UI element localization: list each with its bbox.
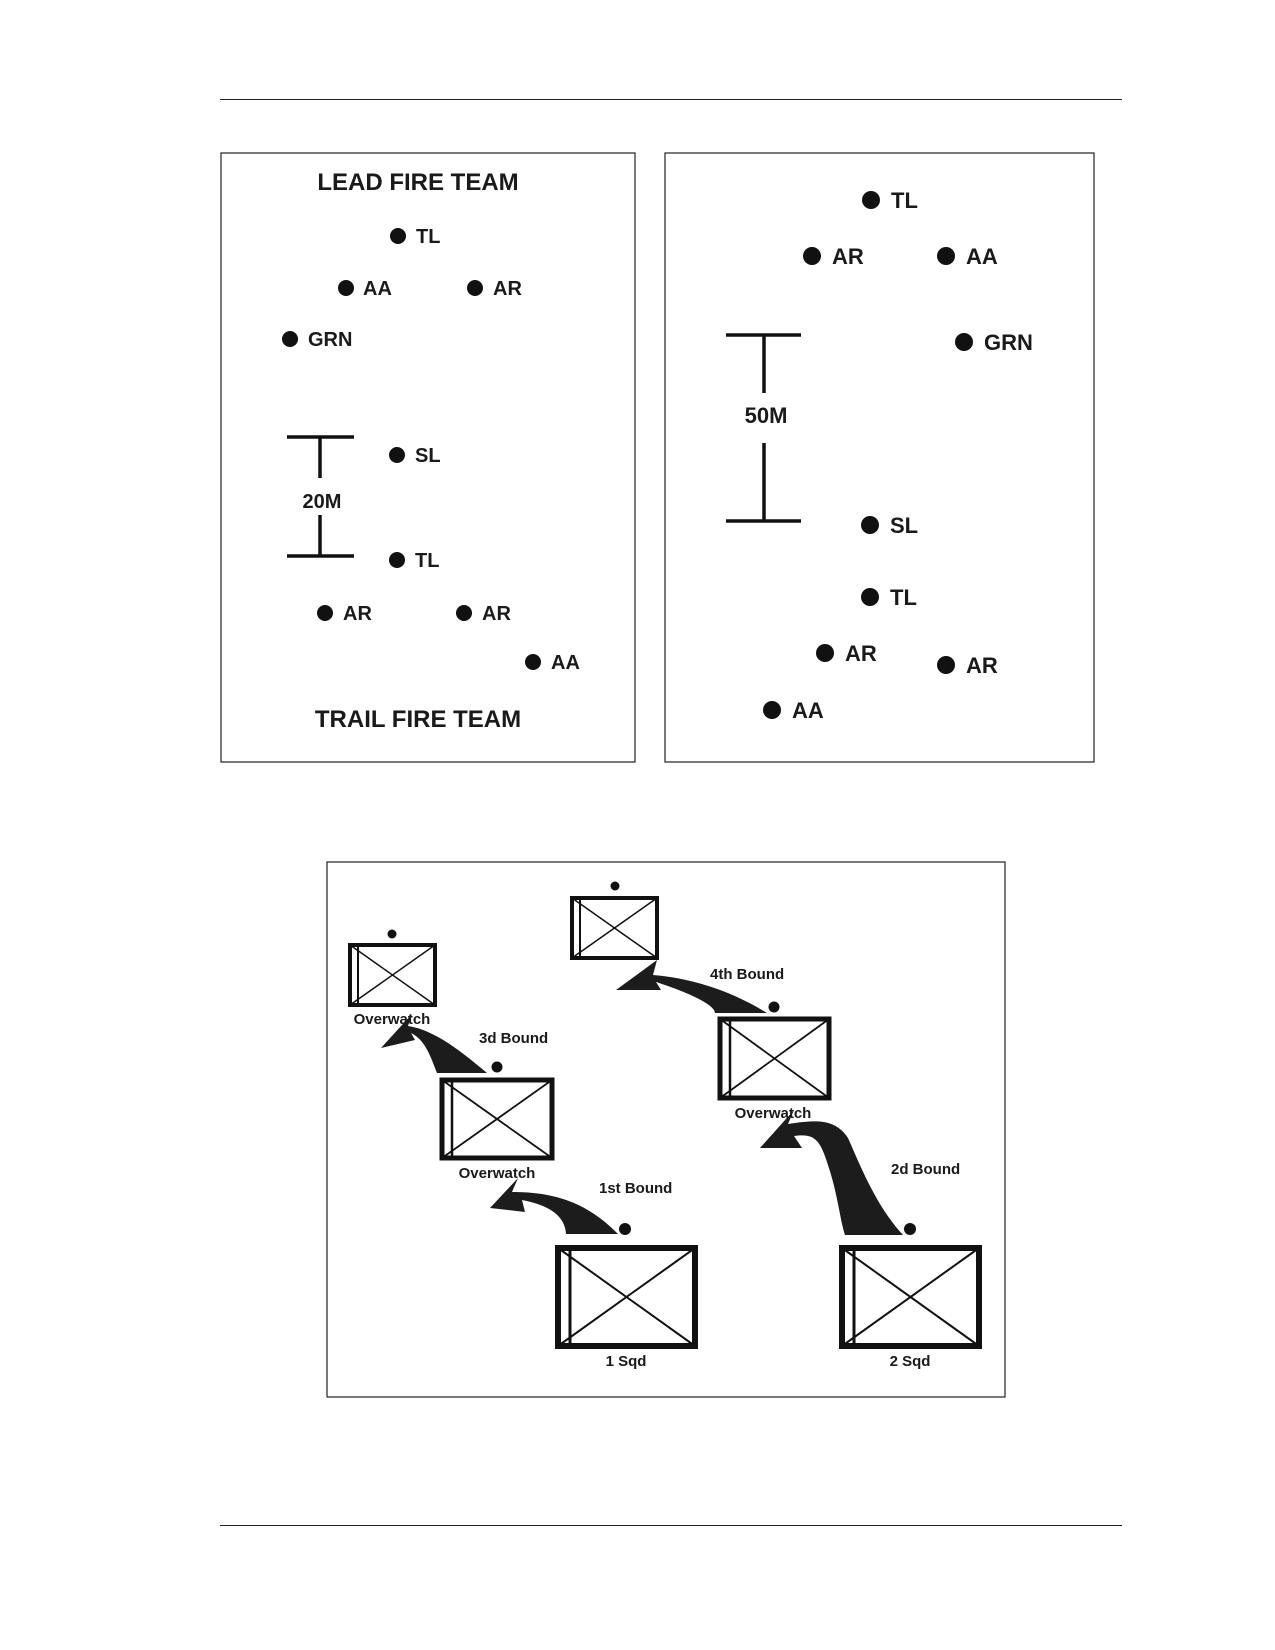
- bound-arrow-2d: [760, 1110, 903, 1235]
- distance-label: 50M: [745, 403, 788, 428]
- distance-marker-20m: 20M: [287, 435, 354, 558]
- soldier-lead-aa: AA: [937, 244, 998, 269]
- svg-text:AR: AR: [832, 244, 864, 269]
- bottom-rule: [220, 1525, 1122, 1526]
- svg-text:TL: TL: [891, 188, 918, 213]
- unit-2-sqd-overwatch: Overwatch: [717, 1001, 832, 1122]
- bound-label-2d: 2d Bound: [891, 1161, 960, 1178]
- column-formation-panel: 50M TL AR AA GRN SL TL AR AR AA: [664, 152, 1095, 763]
- svg-text:SL: SL: [415, 445, 441, 467]
- svg-text:AR: AR: [493, 278, 522, 300]
- soldier-trail-ar-1: AR: [816, 641, 877, 666]
- unit-1-sqd-start: 1 Sqd: [555, 1223, 698, 1370]
- bound-label-4th: 4th Bound: [710, 966, 784, 983]
- unit-2-sqd-start: 2 Sqd: [839, 1223, 982, 1370]
- svg-text:TL: TL: [416, 226, 440, 248]
- svg-text:Overwatch: Overwatch: [459, 1165, 536, 1182]
- bound-arrow-3d: [381, 1014, 487, 1073]
- soldier-lead-ar: AR: [803, 244, 864, 269]
- distance-label: 20M: [303, 491, 342, 513]
- svg-text:GRN: GRN: [308, 329, 352, 351]
- distance-marker-50m: 50M: [726, 333, 801, 523]
- svg-text:TL: TL: [415, 550, 439, 572]
- svg-text:AA: AA: [966, 244, 998, 269]
- svg-text:AR: AR: [845, 641, 877, 666]
- soldier-sl: SL: [861, 513, 918, 538]
- soldier-trail-tl: TL: [389, 550, 439, 572]
- soldier-trail-ar-2: AR: [937, 653, 998, 678]
- svg-text:SL: SL: [890, 513, 918, 538]
- lead-fire-team-title: LEAD FIRE TEAM: [317, 169, 518, 196]
- soldier-lead-tl: TL: [390, 226, 440, 248]
- soldier-trail-ar-1: AR: [317, 603, 372, 625]
- wedge-formation-panel: LEAD FIRE TEAM TRAIL FIRE TEAM 20M TL AA…: [220, 152, 636, 763]
- svg-text:AR: AR: [343, 603, 372, 625]
- soldier-lead-ar: AR: [467, 278, 522, 300]
- soldier-lead-grn: GRN: [955, 330, 1033, 355]
- svg-text:AR: AR: [966, 653, 998, 678]
- soldier-trail-ar-2: AR: [456, 603, 511, 625]
- unit-2-sqd-final: [570, 881, 659, 960]
- svg-text:GRN: GRN: [984, 330, 1033, 355]
- unit-1-sqd-overwatch: Overwatch: [439, 1061, 555, 1182]
- trail-fire-team-title: TRAIL FIRE TEAM: [315, 706, 521, 733]
- bound-label-3d: 3d Bound: [479, 1030, 548, 1047]
- unit-1-sqd-final: Overwatch: [348, 929, 437, 1028]
- soldier-trail-aa: AA: [525, 652, 580, 674]
- svg-text:1 Sqd: 1 Sqd: [606, 1353, 647, 1370]
- bound-arrow-1st: [490, 1178, 618, 1234]
- svg-text:AA: AA: [792, 698, 824, 723]
- bounding-overwatch-panel: 1 Sqd 2 Sqd Overwatch Overwatch: [326, 861, 1006, 1398]
- svg-text:AA: AA: [363, 278, 392, 300]
- top-rule: [220, 99, 1122, 100]
- svg-text:AA: AA: [551, 652, 580, 674]
- svg-text:AR: AR: [482, 603, 511, 625]
- bound-arrow-4th: [616, 960, 767, 1013]
- svg-text:Overwatch: Overwatch: [735, 1105, 812, 1122]
- svg-text:2 Sqd: 2 Sqd: [890, 1353, 931, 1370]
- soldier-trail-tl: TL: [861, 585, 917, 610]
- svg-text:TL: TL: [890, 585, 917, 610]
- soldier-trail-aa: AA: [763, 698, 824, 723]
- bound-label-1st: 1st Bound: [599, 1180, 672, 1197]
- panel-frame: [326, 861, 1006, 1398]
- panel-frame: [664, 152, 1095, 763]
- panel-frame: [220, 152, 636, 763]
- soldier-lead-aa: AA: [338, 278, 392, 300]
- soldier-lead-tl: TL: [862, 188, 918, 213]
- svg-text:Overwatch: Overwatch: [354, 1011, 431, 1028]
- soldier-lead-grn: GRN: [282, 329, 352, 351]
- soldier-sl: SL: [389, 445, 441, 467]
